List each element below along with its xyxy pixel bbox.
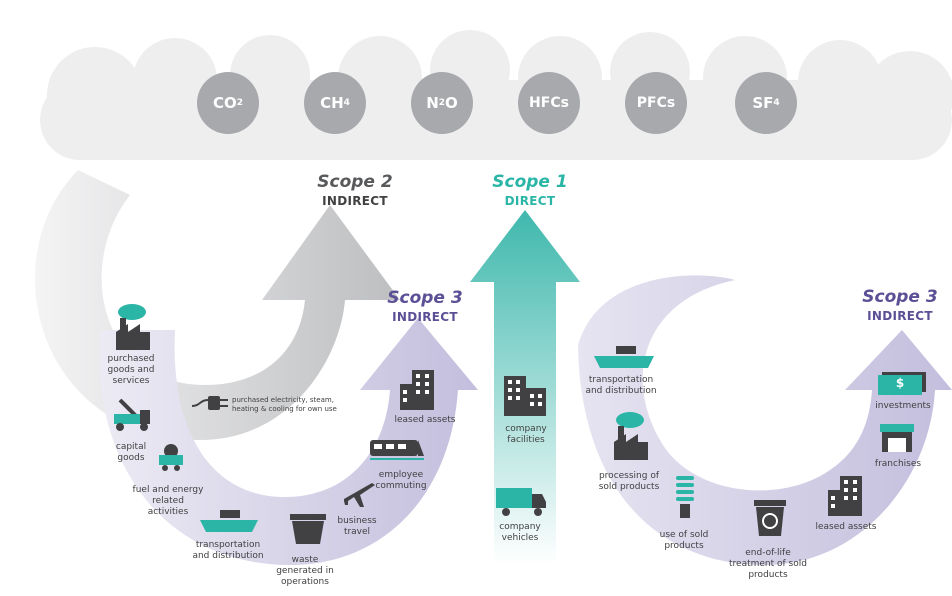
label-transport-upstream: transportation and distribution: [192, 540, 264, 561]
label-leased-assets-downstream: leased assets: [815, 522, 877, 532]
building-icon-downstream: [828, 476, 862, 516]
truck-icon: [496, 488, 546, 516]
label-transport-downstream: transportation and distribution: [585, 375, 657, 396]
dollar-symbol: $: [895, 376, 905, 390]
label-purchased-goods: purchased goods and services: [107, 354, 155, 386]
scope3-left-heading: Scope 3 INDIRECT: [370, 288, 480, 324]
label-leased-assets-upstream: leased assets: [394, 415, 456, 425]
scope3-left-subtitle: INDIRECT: [392, 310, 458, 324]
scope3-right-title: Scope 3: [862, 287, 938, 307]
label-business-travel: business travel: [337, 516, 377, 537]
label-investments: investments: [875, 401, 931, 411]
label-company-vehicles: company vehicles: [499, 522, 541, 543]
building-icon-upstream: [400, 370, 434, 410]
scope3-left-arrow: [99, 318, 478, 565]
scope2-subtitle: INDIRECT: [322, 194, 388, 208]
label-waste: waste generated in operations: [276, 555, 334, 587]
coal-cart-icon: [159, 444, 183, 471]
factory-icon: [116, 304, 150, 350]
airplane-icon: [344, 483, 375, 507]
scope2-heading: Scope 2 INDIRECT: [300, 172, 410, 208]
scope3-right-subtitle: INDIRECT: [867, 309, 933, 323]
label-processing: processing of sold products: [598, 471, 660, 492]
scope2-title: Scope 2: [317, 172, 393, 192]
gas-hfcs: HFCs: [518, 72, 580, 134]
label-use-sold: use of sold products: [659, 530, 709, 551]
recycle-bin-icon: [754, 500, 786, 536]
scope3-left-title: Scope 3: [387, 288, 463, 308]
scope1-subtitle: DIRECT: [504, 194, 556, 208]
crane-truck-icon: [114, 398, 150, 431]
train-icon: [370, 440, 424, 460]
label-company-facilities: company facilities: [505, 424, 547, 445]
label-employee-commuting: employee commuting: [375, 470, 427, 491]
gas-pfcs: PFCs: [625, 72, 687, 134]
label-purchased-electricity: purchased electricity, steam, heating & …: [232, 396, 337, 413]
company-facilities-icon: [504, 376, 546, 416]
label-franchises: franchises: [874, 459, 922, 469]
plug-icon: [191, 396, 228, 410]
processing-factory-icon: [614, 412, 648, 460]
cloud-band: [40, 30, 952, 160]
storefront-icon: [880, 424, 914, 452]
label-capital-goods: capital goods: [115, 442, 147, 463]
ship-icon-upstream: [200, 510, 258, 532]
dumpster-icon: [290, 514, 326, 544]
label-end-of-life: end-of-life treatment of sold products: [729, 548, 807, 580]
label-fuel-energy: fuel and energy related activities: [132, 485, 204, 517]
scope3-right-heading: Scope 3 INDIRECT: [848, 287, 952, 323]
scope1-title: Scope 1: [492, 172, 568, 192]
ship-icon-downstream: [594, 346, 654, 368]
lightbulb-icon: [676, 476, 694, 518]
investments-icon: $: [876, 370, 928, 396]
scope1-heading: Scope 1 DIRECT: [475, 172, 585, 208]
